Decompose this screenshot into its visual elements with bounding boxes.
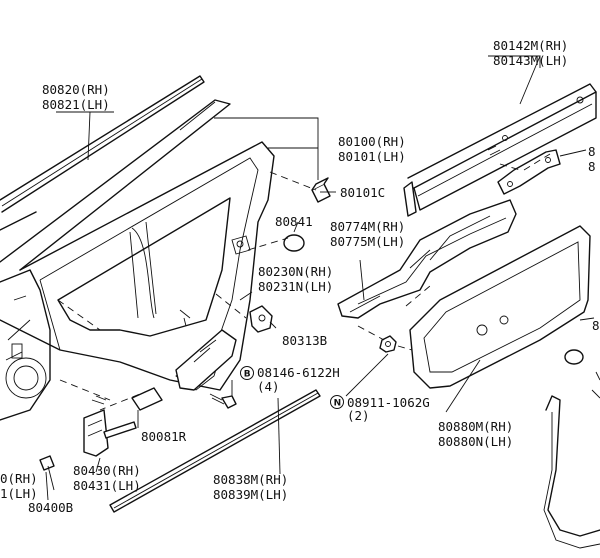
label-80081r: 80081R	[141, 429, 187, 444]
label-80230-lh: 80231N(LH)	[258, 279, 333, 294]
sill-molding-80838m	[109, 389, 321, 513]
seal-80880m	[409, 225, 591, 389]
label-edge-right-1: 8	[588, 144, 596, 159]
label-80774-lh: 80775M(LH)	[330, 234, 405, 249]
label-80820-rh: 80820(RH)	[42, 82, 110, 97]
bolt-80400b	[39, 455, 55, 491]
grommet-right	[564, 349, 584, 365]
label-80313b: 80313B	[282, 333, 327, 348]
label-80230-rh: 80230N(RH)	[258, 264, 333, 279]
label-08146-qty: (4)	[257, 379, 280, 394]
label-80774-rh: 80774M(RH)	[330, 219, 405, 234]
label-80142-rh: 80142M(RH)	[493, 38, 568, 53]
bracket-80313b	[249, 305, 273, 333]
window-weatherstrip-outer	[0, 75, 205, 231]
label-edge-right-2: 8	[588, 159, 596, 174]
hinge-80230n	[175, 329, 237, 391]
label-80100-lh: 80101(LH)	[338, 149, 406, 164]
bracket-right	[497, 149, 561, 195]
label-08146: 08146-6122H	[257, 365, 340, 380]
door-weatherstrip	[543, 371, 600, 549]
label-08911-qty: (2)	[347, 408, 370, 423]
label-80880-rh: 80880M(RH)	[438, 419, 513, 434]
assembly-lines	[57, 153, 551, 411]
label-80400b: 80400B	[28, 500, 73, 515]
reinforcement-80774m	[337, 199, 517, 319]
bolt-badge-letter: B	[244, 369, 251, 379]
label-08911: 08911-1062G	[347, 395, 430, 410]
plug-80841	[283, 234, 305, 252]
label-80880-lh: 80880N(LH)	[438, 434, 513, 449]
lock-80430	[83, 395, 137, 457]
door-shell	[0, 99, 275, 421]
bolt-badge	[240, 366, 254, 380]
label-80101c: 80101C	[340, 185, 385, 200]
label-80820-lh: 80821(LH)	[42, 97, 110, 112]
label-80841: 80841	[275, 214, 313, 229]
label-80142-lh: 80143M(LH)	[493, 53, 568, 68]
bolt-08146	[209, 393, 237, 409]
clip-80101c	[311, 177, 331, 203]
label-80838-lh: 80839M(LH)	[213, 487, 288, 502]
sash-rail-80142m	[403, 83, 597, 217]
nut-08911	[379, 335, 397, 353]
label-80400-lh: 1(LH)	[0, 486, 38, 501]
nut-badge-letter: N	[334, 398, 342, 408]
nut-badge	[330, 395, 344, 409]
label-80400-rh: 0(RH)	[0, 471, 38, 486]
label-80430-lh: 80431(LH)	[73, 478, 141, 493]
label-80100-rh: 80100(RH)	[338, 134, 406, 149]
label-edge-right-3: 8	[592, 318, 600, 333]
label-80838-rh: 80838M(RH)	[213, 472, 288, 487]
label-80430-rh: 80430(RH)	[73, 463, 141, 478]
leader-lines	[45, 55, 595, 501]
part-labels: 80142M(RH) 80143M(LH) 80820(RH) 80821(LH…	[0, 38, 600, 515]
